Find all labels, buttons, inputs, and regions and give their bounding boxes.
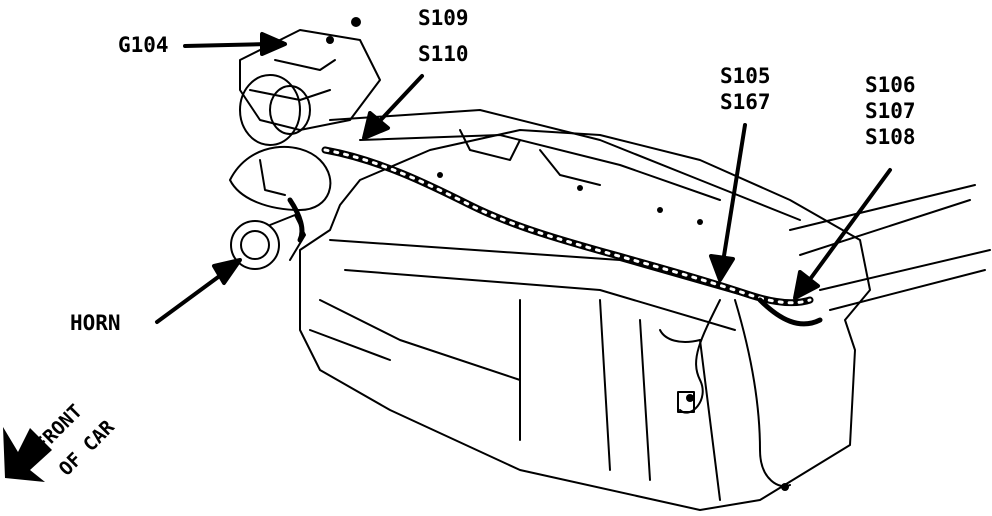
- label-s107: S107: [865, 99, 916, 123]
- horn-arrow: [155, 270, 227, 324]
- label-s109: S109: [418, 6, 469, 30]
- label-horn: HORN: [70, 311, 121, 335]
- label-s109-s110: S109 S110: [418, 5, 469, 67]
- s109-s110-arrow: [374, 74, 424, 127]
- label-s106: S106: [865, 73, 916, 97]
- front-of-car-label: FRONT OF CAR: [2, 388, 152, 498]
- label-s110: S110: [418, 42, 469, 66]
- label-s106-s108: S106 S107 S108: [865, 72, 916, 150]
- radiator-support-outline: [299, 129, 871, 511]
- label-g104: G104: [118, 33, 169, 57]
- front-of-car-arrow-icon: [3, 427, 52, 482]
- label-s105: S105: [720, 64, 771, 88]
- s105-s167-arrow: [721, 123, 747, 264]
- label-s105-s167: S105 S167: [720, 63, 771, 115]
- s106-s108-arrow: [806, 168, 892, 284]
- label-s167: S167: [720, 90, 771, 114]
- label-s108: S108: [865, 125, 916, 149]
- g104-arrow: [183, 42, 270, 48]
